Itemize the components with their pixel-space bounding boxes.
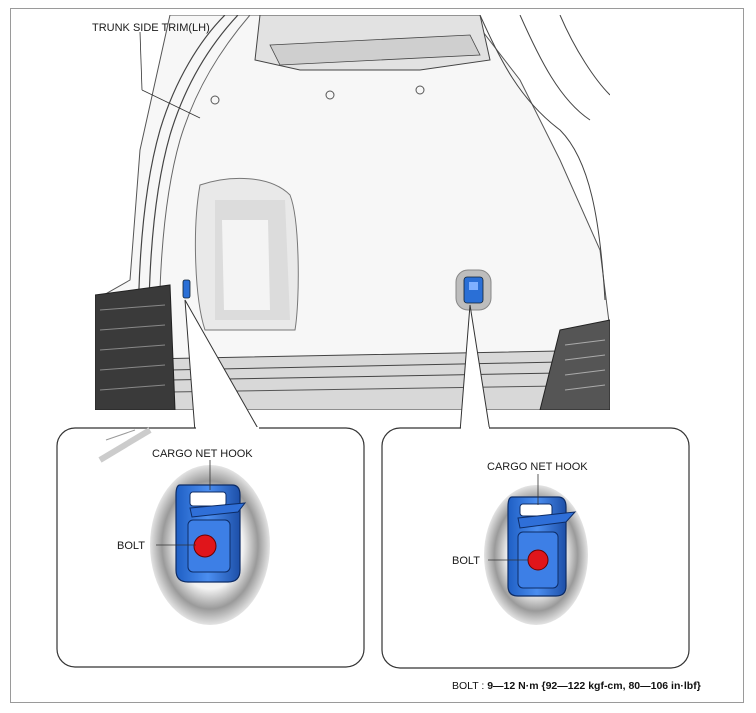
trunk-main-view bbox=[95, 15, 610, 410]
bolt-torque-spec: BOLT : 9—12 N·m {92—122 kgf-cm, 80—106 i… bbox=[452, 680, 701, 692]
cargo-net-hook-label-left: CARGO NET HOOK bbox=[152, 448, 253, 460]
right-hook bbox=[507, 496, 577, 597]
detail-box-right bbox=[381, 427, 690, 669]
left-bolt bbox=[193, 534, 217, 558]
cargo-net-hook-label-right: CARGO NET HOOK bbox=[487, 461, 588, 473]
detail-box-left bbox=[56, 427, 365, 668]
spec-value: 9—12 N·m {92—122 kgf-cm, 80—106 in·lbf} bbox=[487, 680, 701, 692]
bolt-label-right: BOLT bbox=[452, 555, 480, 567]
trunk-side-trim-label: TRUNK SIDE TRIM(LH) bbox=[92, 22, 210, 34]
left-hook bbox=[175, 484, 247, 583]
bolt-label-left: BOLT bbox=[117, 540, 145, 552]
left-hook-small bbox=[182, 279, 191, 299]
right-bolt bbox=[527, 549, 549, 571]
figure-frame bbox=[10, 8, 744, 703]
spec-name: BOLT : bbox=[452, 680, 488, 692]
